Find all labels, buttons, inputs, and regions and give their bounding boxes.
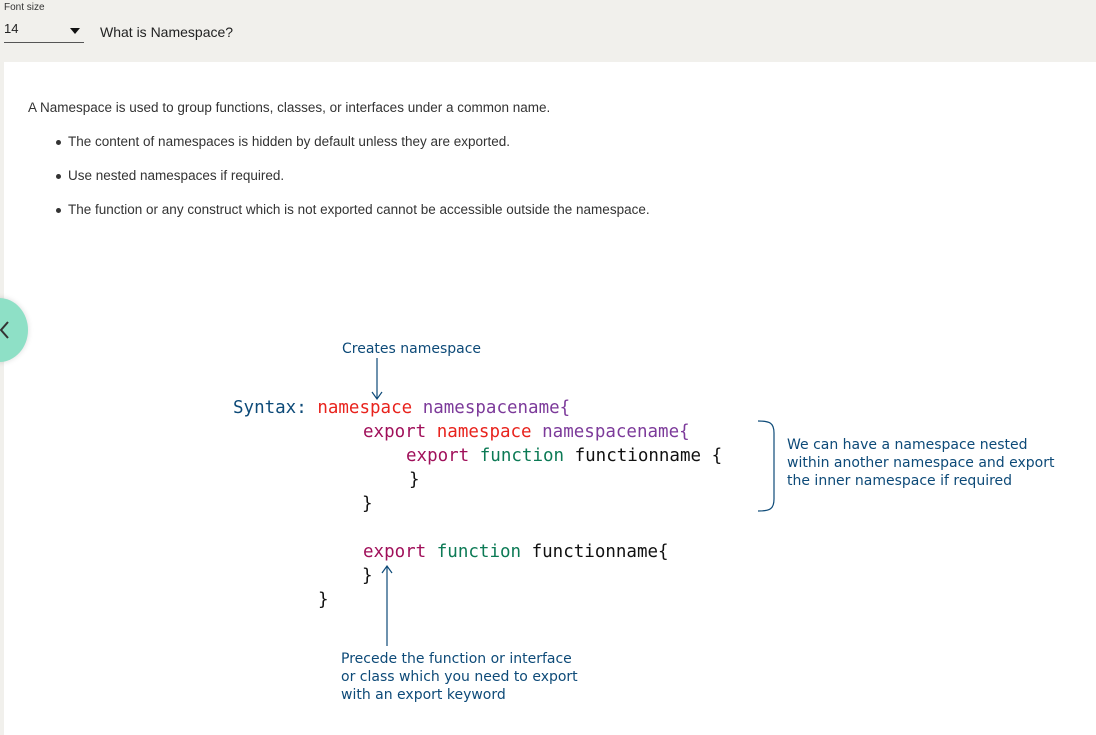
annotation-line: the inner namespace if required — [787, 473, 1013, 489]
close-brace: } — [362, 494, 373, 514]
function-name: functionname{ — [531, 542, 669, 562]
arrow-down-icon — [371, 358, 383, 401]
syntax-line-2: export namespace namespacename{ — [363, 422, 690, 442]
annotation-line: or class which you need to export — [341, 669, 578, 685]
chevron-left-icon — [0, 321, 9, 339]
keyword-namespace: namespace — [436, 422, 532, 442]
annotation-line: with an export keyword — [341, 687, 506, 703]
intro-text: A Namespace is used to group functions, … — [28, 100, 551, 115]
bracket-icon — [757, 420, 775, 512]
font-size-value: 14 — [4, 21, 19, 36]
content-panel: A Namespace is used to group functions, … — [4, 62, 1096, 735]
function-name: functionname { — [574, 446, 723, 466]
font-size-select[interactable]: 14 — [4, 20, 84, 43]
close-brace: } — [409, 470, 420, 490]
close-brace: } — [318, 590, 329, 610]
keyword-namespace: namespace — [317, 398, 413, 418]
bullet-item: The content of namespaces is hidden by d… — [54, 132, 650, 166]
keyword-function: function — [436, 542, 522, 562]
close-brace: } — [362, 566, 373, 586]
bullet-item: The function or any construct which is n… — [54, 200, 650, 234]
keyword-export: export — [406, 446, 470, 466]
annotation-nested-namespace: We can have a namespace nested within an… — [787, 436, 1054, 490]
bullet-item: Use nested namespaces if required. — [54, 166, 650, 200]
bullet-list: The content of namespaces is hidden by d… — [54, 132, 650, 234]
syntax-label: Syntax: — [233, 398, 307, 418]
keyword-function: function — [479, 446, 565, 466]
annotation-line: Precede the function or interface — [341, 651, 572, 667]
keyword-export: export — [363, 422, 427, 442]
namespace-name: namespacename{ — [542, 422, 690, 442]
annotation-line: within another namespace and export — [787, 455, 1055, 471]
annotation-line: We can have a namespace nested — [787, 437, 1028, 453]
arrow-up-icon — [381, 564, 393, 646]
top-bar: Font size 14 What is Namespace? — [0, 0, 1096, 60]
annotation-export-keyword: Precede the function or interface or cla… — [341, 650, 578, 704]
syntax-line-export-function: export function functionname{ — [363, 542, 669, 562]
syntax-line-1: Syntax: namespace namespacename{ — [233, 398, 570, 418]
annotation-creates-namespace: Creates namespace — [342, 341, 482, 357]
keyword-export: export — [363, 542, 427, 562]
namespace-name: namespacename{ — [422, 398, 571, 418]
caret-down-icon — [70, 28, 80, 34]
syntax-line-3: export function functionname { — [406, 446, 722, 466]
page-title: What is Namespace? — [100, 24, 234, 40]
font-size-label: Font size — [4, 2, 45, 13]
